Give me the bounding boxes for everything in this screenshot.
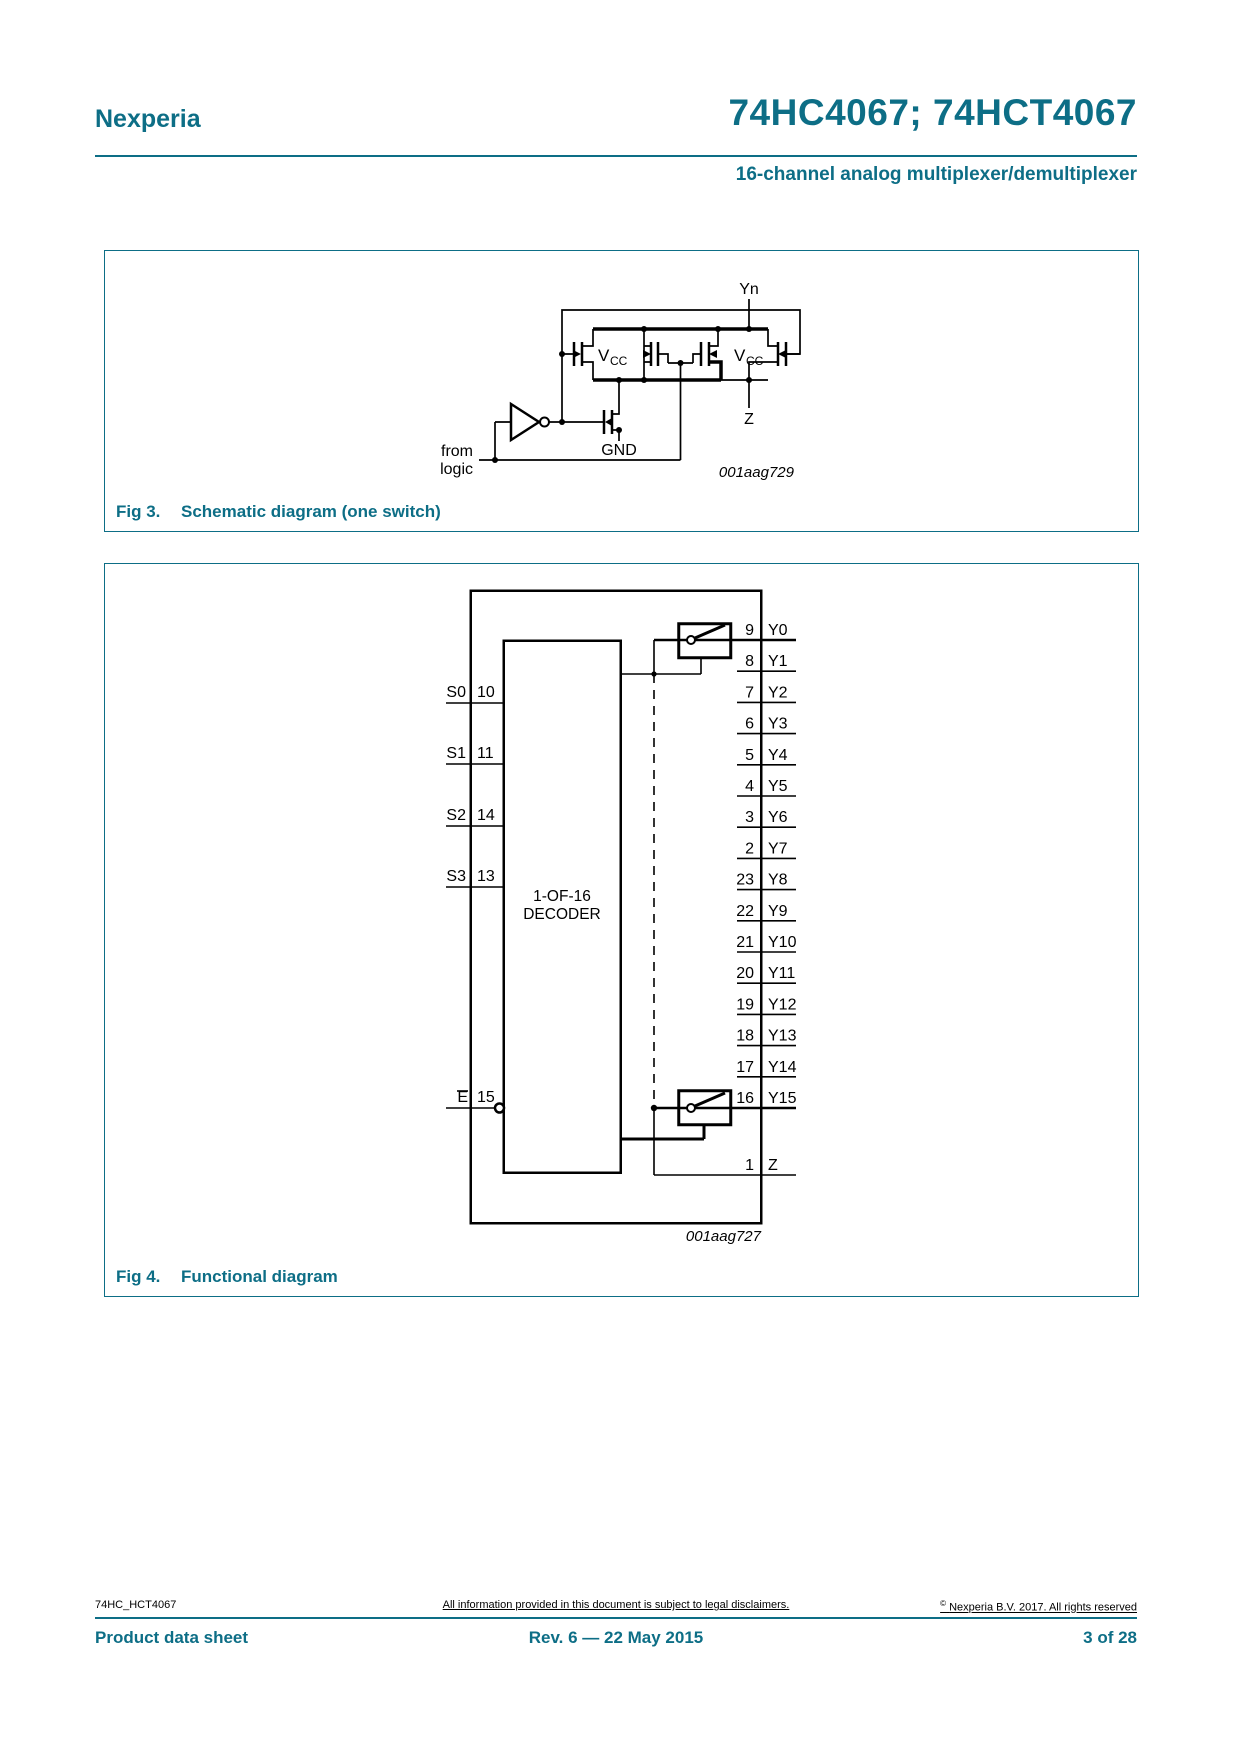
pin-number: 18 bbox=[736, 1028, 754, 1045]
pin-number: 5 bbox=[745, 747, 754, 764]
junction-dot bbox=[650, 1104, 658, 1112]
from-logic-label-line1: from bbox=[441, 443, 473, 460]
analog-switch-symbol-y15 bbox=[677, 1089, 733, 1127]
pin-number: 11 bbox=[477, 745, 494, 762]
decoder-label-line2: DECODER bbox=[523, 906, 601, 923]
pin-label: Y4 bbox=[768, 747, 788, 764]
pin-label: Z bbox=[768, 1157, 778, 1174]
junction-dot bbox=[651, 671, 657, 677]
pin-number: 2 bbox=[745, 840, 754, 857]
analog-switch-symbol-y0 bbox=[677, 622, 733, 660]
pin-number: 16 bbox=[736, 1090, 754, 1107]
vcc-label-2-subscript: CC bbox=[746, 354, 764, 368]
page-title: 74HC4067; 74HCT4067 bbox=[728, 92, 1137, 133]
pin-label: Y3 bbox=[768, 716, 788, 733]
z-pin-row: 1 Z bbox=[745, 1157, 778, 1174]
figure-3-schematic-diagram: Yn V CC V CC Z GND from logic 001aag729 … bbox=[104, 250, 1139, 532]
from-logic-label-line2: logic bbox=[440, 461, 473, 478]
footer-divider bbox=[95, 1617, 1137, 1619]
pin-label: Y9 bbox=[768, 903, 788, 920]
pin-number: 9 bbox=[745, 622, 754, 639]
figure-3-caption-text: Schematic diagram (one switch) bbox=[181, 502, 441, 521]
pin-label: Y11 bbox=[768, 965, 795, 982]
pin-label: Y6 bbox=[768, 809, 788, 826]
pin-label: Y0 bbox=[768, 622, 788, 639]
footer-copyright-link[interactable]: © Nexperia B.V. 2017. All rights reserve… bbox=[95, 1599, 1137, 1614]
pin-number: 7 bbox=[745, 684, 754, 701]
pin-label: Y13 bbox=[768, 1028, 797, 1045]
footer-page-number: 3 of 28 bbox=[1083, 1628, 1137, 1647]
pin-number: 13 bbox=[477, 868, 495, 885]
pin-number: 4 bbox=[745, 778, 754, 795]
pin-label: Y7 bbox=[768, 840, 788, 857]
vcc-label-1: V bbox=[598, 346, 610, 365]
pin-label: S1 bbox=[446, 745, 466, 762]
pin-label: Y15 bbox=[768, 1090, 797, 1107]
pin-number: 1 bbox=[745, 1157, 754, 1174]
pin-label: Y5 bbox=[768, 778, 788, 795]
junction-dots bbox=[492, 326, 752, 463]
pin-label: Y12 bbox=[768, 996, 797, 1013]
footer-legal-disclaimer-link[interactable]: All information provided in this documen… bbox=[442, 1599, 790, 1611]
enable-pin-row: E 15 bbox=[446, 1089, 506, 1114]
schematic-one-switch-drawing: Yn V CC V CC Z GND from logic 001aag729 bbox=[440, 281, 801, 481]
figure-3-caption: Fig 3. Schematic diagram (one switch) bbox=[116, 502, 441, 522]
pin-number: 8 bbox=[745, 653, 754, 670]
copyright-text: Nexperia B.V. 2017. All rights reserved bbox=[949, 1601, 1137, 1614]
functional-diagram-drawing: 1-OF-16 DECODER 9 Y0 8 Y1 7 Y2 6 Y3 5 Y4 4 Y5 3 Y6 2 Y7… bbox=[446, 589, 797, 1245]
mosfet-arrow-icons bbox=[573, 350, 786, 426]
decoder-box bbox=[502, 639, 622, 1174]
pin-label: Y14 bbox=[768, 1059, 797, 1076]
pin-number: 17 bbox=[736, 1059, 754, 1076]
pin-label: S0 bbox=[446, 684, 466, 701]
figure-4-functional-diagram: 1-OF-16 DECODER 9 Y0 8 Y1 7 Y2 6 Y3 5 Y4 4 Y5 3 Y6 2 Y7… bbox=[104, 563, 1139, 1297]
device-outline-box bbox=[469, 589, 763, 1225]
pin-number: 21 bbox=[736, 934, 754, 951]
pin-number: 14 bbox=[477, 807, 495, 824]
pin-label: Y8 bbox=[768, 872, 788, 889]
pin-number: 22 bbox=[736, 903, 754, 920]
pin-number: 23 bbox=[736, 872, 754, 889]
decoder-label-line1: 1-OF-16 bbox=[533, 888, 591, 905]
switch-bus-wiring bbox=[621, 640, 796, 1176]
gnd-label: GND bbox=[601, 442, 637, 459]
pin-label: Y2 bbox=[768, 684, 788, 701]
pin-number: 6 bbox=[745, 716, 754, 733]
pin-label: Y1 bbox=[768, 653, 788, 670]
enable-pin-label: E bbox=[457, 1089, 468, 1106]
copyright-symbol: © bbox=[940, 1599, 947, 1608]
footer-doc-type: Product data sheet bbox=[95, 1628, 249, 1647]
vcc-label-2: V bbox=[734, 346, 746, 365]
page-subtitle: 16-channel analog multiplexer/demultiple… bbox=[735, 164, 1137, 185]
drawing-id-001aag727: 001aag727 bbox=[686, 1228, 762, 1245]
net-label-z: Z bbox=[744, 411, 754, 428]
vcc-label-1-subscript: CC bbox=[610, 354, 628, 368]
pin-label: Y10 bbox=[768, 934, 797, 951]
pin-number: 10 bbox=[477, 684, 495, 701]
net-label-yn: Yn bbox=[739, 281, 759, 298]
figure-4-caption-label: Fig 4. bbox=[116, 1267, 161, 1286]
figure-4-caption-text: Functional diagram bbox=[181, 1267, 338, 1286]
header-divider bbox=[95, 155, 1137, 157]
figure-4-caption: Fig 4. Functional diagram bbox=[116, 1267, 338, 1287]
inversion-bubble bbox=[493, 1102, 506, 1114]
footer-revision: Rev. 6 — 22 May 2015 bbox=[528, 1628, 704, 1647]
pin-number: 19 bbox=[736, 996, 754, 1013]
drawing-id-001aag729: 001aag729 bbox=[719, 464, 795, 481]
pin-label: S2 bbox=[446, 807, 466, 824]
enable-pin-number: 15 bbox=[477, 1089, 495, 1106]
pin-number: 3 bbox=[745, 809, 754, 826]
pin-number: 20 bbox=[736, 965, 754, 982]
figure-3-caption-label: Fig 3. bbox=[116, 502, 161, 521]
brand-logo-text: Nexperia bbox=[95, 105, 201, 133]
footer-doc-id: 74HC_HCT4067 bbox=[95, 1599, 177, 1611]
pin-label: S3 bbox=[446, 868, 466, 885]
